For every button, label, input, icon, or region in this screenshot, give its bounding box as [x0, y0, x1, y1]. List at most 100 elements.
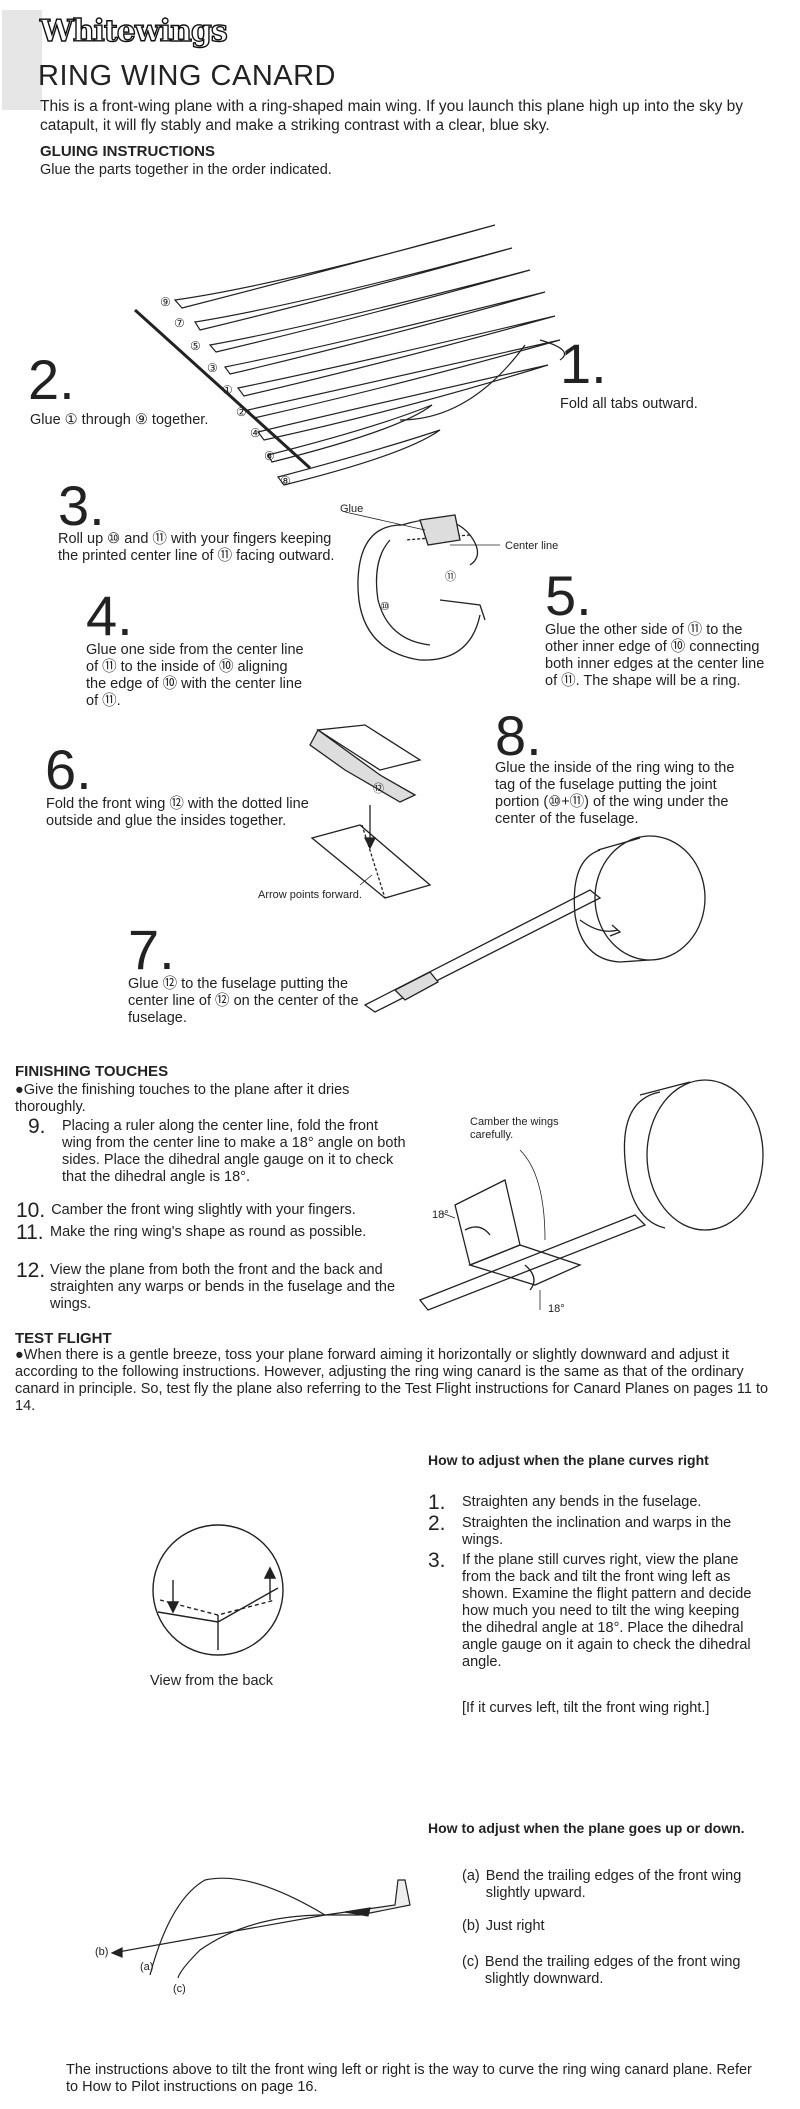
fold-leader-2: [399, 344, 526, 421]
center-line-label: Center line: [505, 540, 558, 552]
step-6-text: Fold the front wing ⑫ with the dotted li…: [46, 796, 309, 829]
ring-outer: [357, 524, 481, 661]
step-1-text: Fold all tabs outward.: [560, 396, 698, 412]
item-number: 9.: [28, 1115, 46, 1138]
gluing-text: Glue the parts together in the order ind…: [40, 162, 332, 178]
item-text: Straighten any bends in the fuselage.: [462, 1494, 702, 1510]
item-text: Bend the trailing edges of the front win…: [484, 1954, 741, 1987]
adjust-right-item-2: 2. Straighten the inclination and warps …: [428, 1512, 768, 1549]
wing-part-7: [194, 247, 513, 331]
item-number: 2.: [428, 1512, 446, 1535]
finishing-bullet-text: Give the finishing touches to the plane …: [15, 1082, 350, 1115]
glue-label: Glue: [340, 503, 363, 515]
front-wing-part-12: ⑫: [373, 782, 384, 795]
test-flight-text-body: When there is a gentle breeze, toss your…: [15, 1347, 769, 1414]
item-label: (b): [462, 1918, 480, 1934]
wing-part-8: [276, 429, 441, 486]
finishing-heading: FINISHING TOUCHES: [15, 1063, 169, 1080]
finishing-item-10: 10. Camber the front wing slightly with …: [16, 1199, 416, 1222]
wing-part-6: [267, 404, 433, 463]
item-number: 11.: [16, 1221, 44, 1244]
step-7-text: Glue ⑫ to the fuselage putting the cente…: [128, 976, 359, 1026]
adjust-right-heading: How to adjust when the plane curves righ…: [428, 1452, 709, 1468]
step-5-text: Glue the other side of ⑪ to the other in…: [545, 622, 765, 689]
part-label: ②: [236, 405, 247, 419]
item-number: 3.: [428, 1549, 446, 1572]
path-label-b: (b): [95, 1946, 108, 1958]
item-label: (c): [462, 1954, 479, 1970]
ring-inner: [375, 539, 431, 646]
step-4-number: 4.: [86, 584, 133, 647]
part-label: ⑤: [190, 339, 201, 353]
part-label: ⑨: [160, 295, 171, 309]
path-a: [149, 1877, 326, 1976]
item-text: Placing a ruler along the center line, f…: [62, 1118, 406, 1185]
adjust-updown-item-b: (b) Just right: [462, 1918, 772, 1935]
step-2-number: 2.: [28, 348, 75, 411]
item-number: 12.: [16, 1259, 46, 1282]
finishing-item-9: 9. Placing a ruler along the center line…: [28, 1115, 408, 1186]
part-label: ④: [250, 426, 261, 440]
item-text: Just right: [485, 1918, 545, 1934]
item-text: If the plane still curves right, view th…: [462, 1552, 752, 1670]
step-7-number: 7.: [128, 918, 175, 981]
item-number: 10.: [16, 1199, 46, 1222]
item-text: Bend the trailing edges of the front win…: [485, 1868, 742, 1901]
adjust-right-note: [If it curves left, tilt the front wing …: [462, 1700, 710, 1716]
ring-part-11: ⑪: [445, 570, 456, 583]
fold-leader-1: [539, 339, 565, 361]
wing-folded-top: [316, 724, 422, 771]
step-6-number: 6.: [45, 738, 92, 801]
adjust-right-item-3: 3. If the plane still curves right, view…: [428, 1549, 758, 1671]
wing-part-9: [173, 224, 496, 309]
path-c: [177, 1914, 326, 1979]
path-label-c: (c): [173, 1983, 186, 1995]
step-2-text: Glue ① through ⑨ together.: [30, 412, 209, 428]
ring-part-10: ⑩: [380, 601, 390, 613]
view-caption: View from the back: [150, 1673, 274, 1689]
wing-flat: [310, 824, 432, 899]
wing-part-3: [223, 291, 546, 375]
fuselage: [363, 889, 602, 1013]
gluing-heading: GLUING INSTRUCTIONS: [40, 143, 215, 160]
angle-right-label: 18°: [548, 1303, 565, 1315]
item-text: Make the ring wing's shape as round as p…: [50, 1224, 367, 1240]
part-label: ⑧: [280, 474, 291, 488]
finishing-bullet: ●Give the finishing touches to the plane…: [15, 1082, 350, 1115]
angle-left-label: 18°: [432, 1209, 449, 1221]
item-number: 1.: [428, 1491, 446, 1514]
step-5-number: 5.: [545, 564, 592, 627]
part-label: ⑦: [174, 316, 185, 330]
camber-note-line1: Camber the wings: [470, 1116, 559, 1128]
step-3-number: 3.: [58, 474, 105, 537]
part-label: ①: [222, 383, 233, 397]
item-text: View the plane from both the front and t…: [50, 1262, 396, 1312]
brand-logo: Whitewings: [39, 13, 228, 49]
intro-text: This is a front-wing plane with a ring-s…: [40, 98, 744, 134]
item-label: (a): [462, 1868, 480, 1884]
step-8-text: Glue the inside of the ring wing to the …: [495, 760, 735, 827]
adjust-updown-item-c: (c) Bend the trailing edges of the front…: [462, 1954, 762, 1988]
wing-part-1: [236, 315, 556, 397]
footer-text: The instructions above to tilt the front…: [66, 2062, 752, 2095]
step-1-number: 1.: [560, 332, 607, 395]
adjust-updown-item-a: (a) Bend the trailing edges of the front…: [462, 1868, 772, 1902]
finishing-item-11: 11. Make the ring wing's shape as round …: [16, 1221, 396, 1244]
test-flight-heading: TEST FLIGHT: [15, 1330, 112, 1347]
part-label: ⑥: [264, 449, 275, 463]
item-text: Camber the front wing slightly with your…: [51, 1202, 356, 1218]
test-flight-text: ●When there is a gentle breeze, toss you…: [15, 1347, 769, 1414]
parts-base-line: [133, 308, 312, 470]
adjust-updown-heading: How to adjust when the plane goes up or …: [428, 1820, 745, 1836]
arrow-forward-label: Arrow points forward.: [258, 889, 362, 901]
part-label: ③: [207, 361, 218, 375]
ring-wing-rear: [646, 1079, 764, 1231]
camber-note-line2: carefully.: [470, 1129, 513, 1141]
finishing-item-12: 12. View the plane from both the front a…: [16, 1259, 396, 1313]
